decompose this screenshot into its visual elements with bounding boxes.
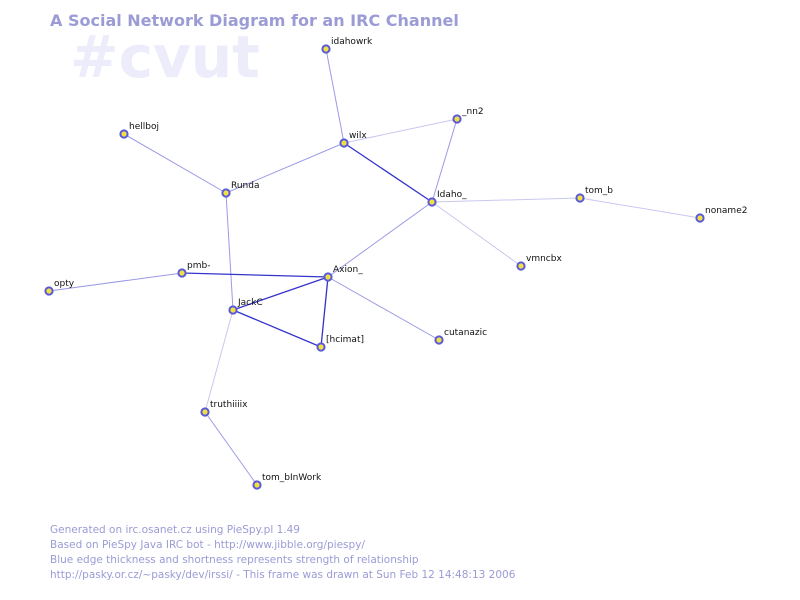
node-pmb: pmb- <box>177 261 210 278</box>
node-dot <box>221 188 231 198</box>
node-label: [hcimat] <box>326 335 364 345</box>
node-tom_bInWork: tom_bInWork <box>252 473 322 490</box>
node-tom_b: tom_b <box>575 186 613 203</box>
node-label: tom_bInWork <box>262 473 322 483</box>
node-dot <box>252 480 262 490</box>
edge-hellboj-Runda <box>123 133 227 194</box>
node-dot <box>427 197 437 207</box>
diagram-title: A Social Network Diagram for an IRC Chan… <box>50 11 459 30</box>
node-dot <box>516 261 526 271</box>
edge-Axion_-JackC <box>232 276 329 311</box>
node-dot <box>452 114 462 124</box>
node-vmncbx: vmncbx <box>516 254 562 271</box>
node-dot <box>316 342 326 352</box>
node-dot <box>200 407 210 417</box>
node-label: opty <box>54 279 75 289</box>
edge-tom_b-noname2 <box>579 197 701 219</box>
edge-Idaho_-Axion_ <box>327 201 433 278</box>
node-label: pmb- <box>187 261 210 271</box>
node-label: tom_b <box>585 186 613 196</box>
node-label: noname2 <box>705 206 747 216</box>
node-wilx: wilx <box>339 131 367 148</box>
node-dot <box>119 129 129 139</box>
edge-nn2-Idaho_ <box>431 118 458 203</box>
node-dot <box>177 268 187 278</box>
node-dot <box>575 193 585 203</box>
node-noname2: noname2 <box>695 206 747 223</box>
node-dot <box>695 213 705 223</box>
edge-wilx-Runda <box>225 142 345 194</box>
edge-Idaho_-vmncbx <box>431 201 522 267</box>
node-truthiiiix: truthiiiix <box>200 400 248 417</box>
node-label: wilx <box>349 131 367 141</box>
node-label: vmncbx <box>526 254 562 264</box>
node-dot <box>228 305 238 315</box>
footer-line-legend: Blue edge thickness and shortness repres… <box>50 554 419 566</box>
footer-line-generated: Generated on irc.osanet.cz using PieSpy.… <box>50 524 300 536</box>
node-hcimat: [hcimat] <box>316 335 364 352</box>
node-idahowrk: idahowrk <box>321 37 373 54</box>
edge-Axion_-hcimat <box>320 276 329 348</box>
edge-Idaho_-tom_b <box>431 197 581 203</box>
edges-layer <box>48 48 701 486</box>
node-dot <box>339 138 349 148</box>
edge-Runda-JackC <box>225 192 234 311</box>
node-nn2: _nn2 <box>452 107 484 124</box>
node-label: cutanazic <box>444 328 487 338</box>
node-label: idahowrk <box>331 37 373 47</box>
node-label: Axion_ <box>333 265 363 275</box>
node-label: JackC <box>237 298 263 308</box>
node-label: _nn2 <box>461 107 484 117</box>
node-JackC: JackC <box>228 298 263 315</box>
node-Axion_: Axion_ <box>323 265 363 282</box>
edge-idahowrk-wilx <box>325 48 345 144</box>
node-dot <box>321 44 331 54</box>
edge-opty-pmb <box>48 272 183 292</box>
edge-JackC-hcimat <box>232 309 322 348</box>
node-opty: opty <box>44 279 75 296</box>
edge-JackC-truthiiiix <box>204 309 234 413</box>
node-Idaho_: Idaho_ <box>427 190 467 207</box>
node-label: truthiiiix <box>210 400 248 410</box>
node-Runda: Runda <box>221 181 260 198</box>
node-label: hellboj <box>129 122 159 132</box>
node-dot <box>323 272 333 282</box>
edge-pmb-Axion_ <box>181 272 329 278</box>
edge-Axion_-cutanazic <box>327 276 440 341</box>
node-cutanazic: cutanazic <box>434 328 487 345</box>
footer-line-url: http://pasky.or.cz/~pasky/dev/irssi/ - T… <box>50 569 516 581</box>
node-hellboj: hellboj <box>119 122 159 139</box>
edge-truthiiiix-tom_bInWork <box>204 411 258 486</box>
node-dot <box>44 286 54 296</box>
footer-line-based-on: Based on PieSpy Java IRC bot - http://ww… <box>50 539 365 551</box>
channel-watermark: #cvut <box>70 23 260 91</box>
edge-wilx-nn2 <box>343 118 458 144</box>
footer-credits: Generated on irc.osanet.cz using PieSpy.… <box>50 523 515 583</box>
node-dot <box>434 335 444 345</box>
node-label: Runda <box>231 181 260 191</box>
node-label: Idaho_ <box>437 190 467 200</box>
edge-wilx-Idaho_ <box>343 142 433 203</box>
